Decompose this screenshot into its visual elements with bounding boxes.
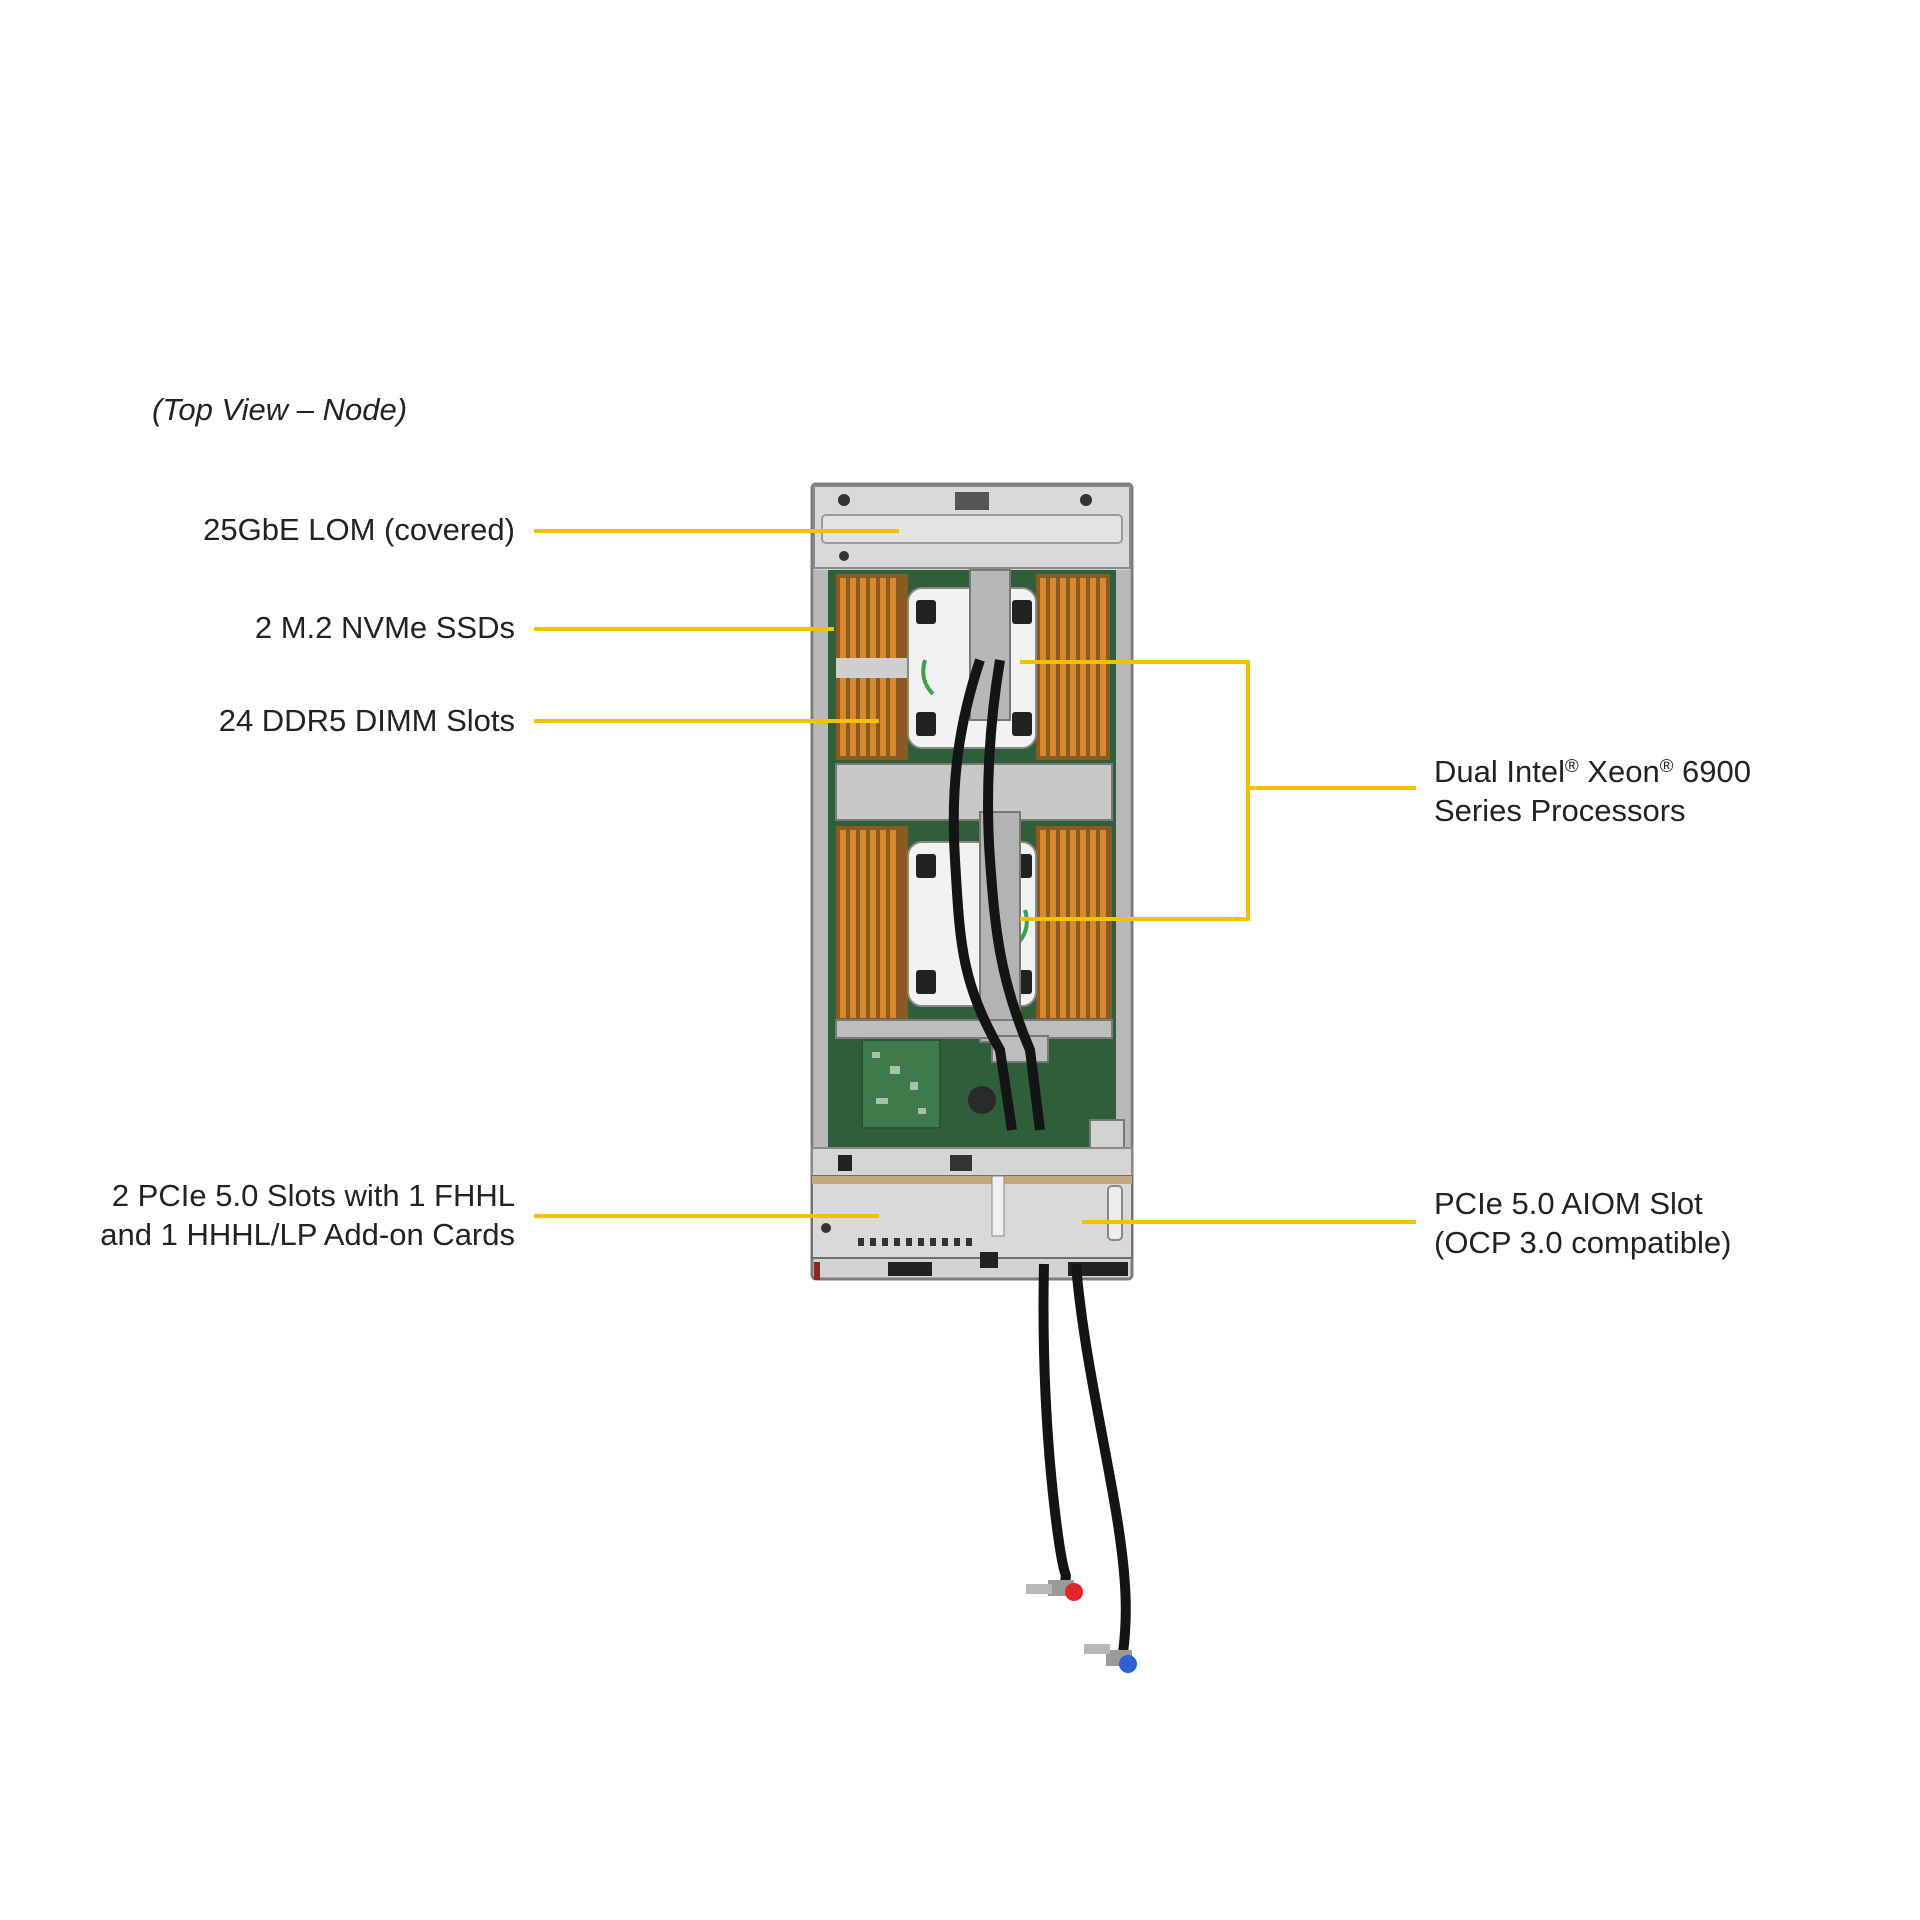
- leader-cpu-top: [1020, 660, 1250, 664]
- leader-dimm: [534, 719, 879, 723]
- callout-m2-ssds: 2 M.2 NVMe SSDs: [254, 610, 515, 645]
- callout-dimm-slots: 24 DDR5 DIMM Slots: [218, 703, 515, 738]
- callout-pcie-line1: 2 PCIe 5.0 Slots with 1 FHHL: [111, 1178, 515, 1213]
- dimm-bank-top-left: [836, 574, 908, 760]
- callout-pcie-slots: 2 PCIe 5.0 Slots with 1 FHHL and 1 HHHL/…: [100, 1176, 515, 1254]
- callout-processors-line1: Dual Intel® Xeon® 6900: [1434, 754, 1751, 789]
- leader-pcie: [534, 1214, 879, 1218]
- leader-aiom: [1082, 1220, 1416, 1224]
- leader-cpu-bracket: [1246, 660, 1250, 921]
- leader-cpu-bottom: [1020, 917, 1250, 921]
- callout-processors: Dual Intel® Xeon® 6900 Series Processors: [1434, 752, 1751, 830]
- leader-lom: [534, 529, 899, 533]
- callout-aiom-line2: (OCP 3.0 compatible): [1434, 1225, 1732, 1260]
- callout-pcie-line2: and 1 HHHL/LP Add-on Cards: [100, 1217, 515, 1252]
- callout-aiom-slot: PCIe 5.0 AIOM Slot (OCP 3.0 compatible): [1434, 1184, 1732, 1262]
- callout-lom: 25GbE LOM (covered): [203, 512, 515, 547]
- liquid-cooling-hose: [1026, 1263, 1137, 1673]
- dimm-bank-bottom-left: [836, 826, 908, 1022]
- dimm-bank-bottom-right: [1036, 826, 1112, 1022]
- callout-processors-line2: Series Processors: [1434, 793, 1686, 828]
- leader-cpu-stem: [1246, 786, 1416, 790]
- callout-aiom-line1: PCIe 5.0 AIOM Slot: [1434, 1186, 1703, 1221]
- view-caption: (Top View – Node): [152, 392, 408, 427]
- leader-m2: [534, 627, 834, 631]
- dimm-bank-top-right: [1036, 574, 1110, 760]
